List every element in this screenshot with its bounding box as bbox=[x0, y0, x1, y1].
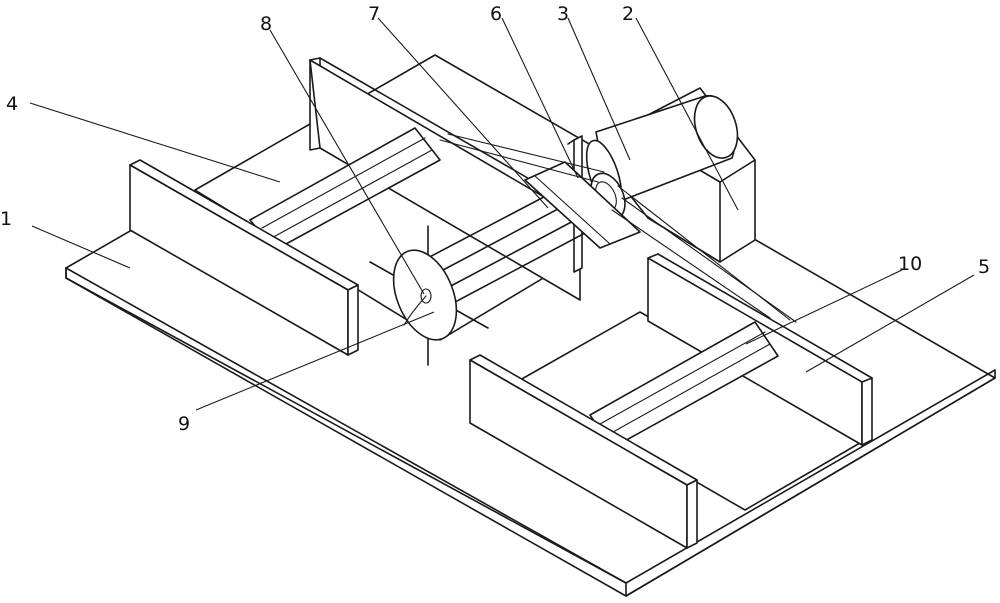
tray-right bbox=[469, 253, 873, 549]
spoked-disc bbox=[369, 225, 489, 366]
callout-4: 4 bbox=[6, 93, 18, 115]
callouts: 1 2 3 4 5 6 7 8 9 10 bbox=[0, 3, 990, 435]
callout-10: 10 bbox=[898, 253, 922, 275]
callout-1: 1 bbox=[0, 208, 12, 230]
callout-2: 2 bbox=[622, 3, 634, 25]
callout-9: 9 bbox=[178, 413, 190, 435]
motor-cylinder bbox=[585, 95, 739, 211]
shaft-assembly bbox=[419, 161, 641, 311]
callout-3: 3 bbox=[557, 3, 569, 25]
leader-lines bbox=[29, 17, 975, 411]
drive-belts bbox=[439, 133, 797, 323]
callout-8: 8 bbox=[260, 13, 272, 35]
callout-5: 5 bbox=[978, 256, 990, 278]
callout-7: 7 bbox=[368, 3, 380, 25]
callout-6: 6 bbox=[490, 3, 502, 25]
tray-left bbox=[129, 57, 591, 356]
base-plate bbox=[65, 54, 996, 597]
